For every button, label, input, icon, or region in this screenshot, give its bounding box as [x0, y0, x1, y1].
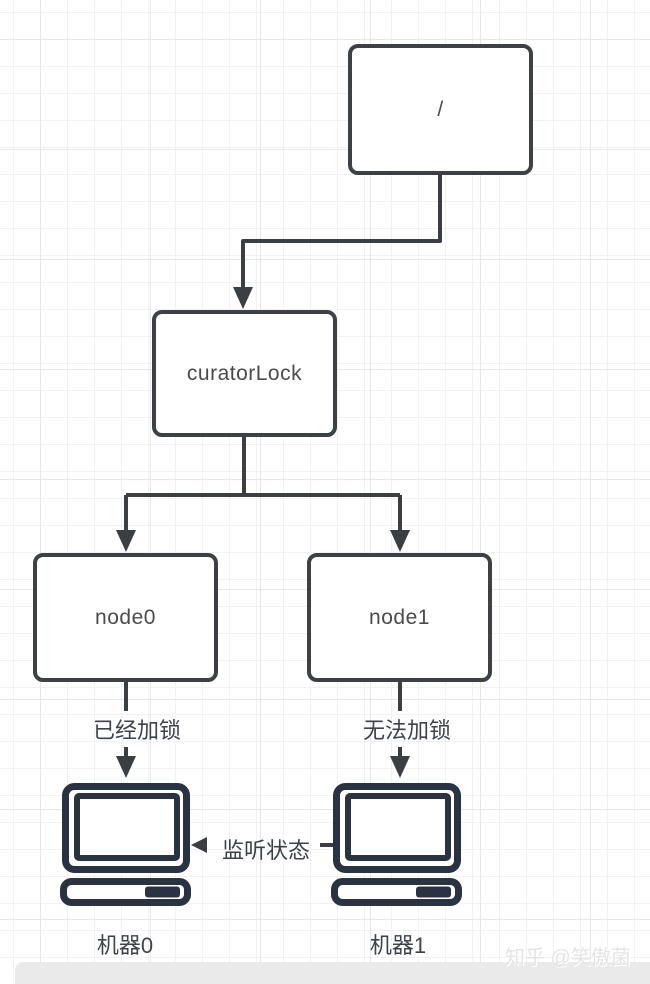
node-node0-label: node0: [95, 605, 156, 629]
arrowhead-machine1: [390, 756, 410, 778]
edge-curatorlock-split: [124, 437, 402, 531]
arrowhead-machine0: [116, 756, 136, 778]
edge-label-watch-state: 监听状态: [221, 838, 311, 863]
arrowhead-node0: [116, 530, 136, 552]
node-curatorlock-label: curatorLock: [186, 361, 303, 385]
node-root-label: /: [437, 97, 444, 121]
node-curatorlock: curatorLock: [152, 310, 337, 437]
arrowhead-watch-left: [191, 837, 207, 853]
node-node1-label: node1: [369, 605, 430, 629]
arrowhead-node1: [390, 530, 410, 552]
edge-label-locked: 已经加锁: [92, 718, 182, 743]
machine1-label: 机器1: [369, 933, 427, 958]
edge-label-cannot-lock: 无法加锁: [362, 718, 452, 743]
watermark: 知乎 @笑傲菌: [505, 947, 631, 969]
node-node1: node1: [307, 553, 492, 682]
computer-icon-machine0: [60, 783, 191, 906]
machine0-label: 机器0: [96, 933, 154, 958]
computer-icon-machine1: [331, 783, 462, 906]
node-root: /: [348, 44, 533, 175]
node-node0: node0: [33, 553, 218, 682]
arrowhead-curatorlock: [233, 287, 253, 309]
bottom-band: [15, 962, 650, 984]
edge-root-to-curatorlock: [241, 175, 442, 288]
